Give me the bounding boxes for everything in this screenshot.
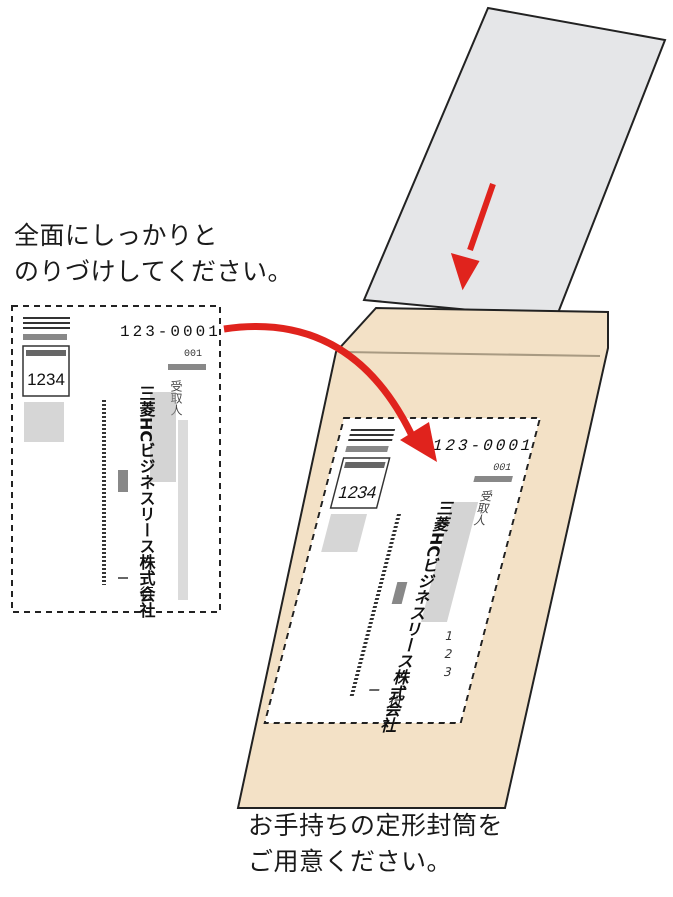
- instruction-envelope-line1: お手持ちの定形封筒を: [248, 811, 504, 840]
- envelope-label: 1234 123-0001 001 受取人 三菱HCビジネスリース株式会社 行 …: [263, 417, 542, 734]
- instruction-glue-line1: 全面にしっかりと: [14, 221, 219, 250]
- instruction-glue: 全面にしっかりと のりづけしてください。: [14, 218, 293, 290]
- flat-label: 1234 123-0001 001 受取人 三菱HCビジネスリース株式会社 行: [11, 305, 221, 619]
- envelope-label-suffix: 行: [384, 694, 404, 710]
- envelope-flap-line: [343, 351, 601, 357]
- flat-label-stamp-lines: [23, 317, 70, 329]
- envelope-label-stamp-number: 1234: [336, 482, 379, 502]
- envelope-label-branch-code: 001: [491, 463, 512, 474]
- instruction-envelope-line2: ご用意ください。: [248, 847, 453, 876]
- envelope-label-postal-code: 123-0001: [430, 436, 536, 455]
- flat-label-postal-code: 123-0001: [120, 323, 221, 341]
- flat-label-suffix: 行: [138, 586, 154, 601]
- glue-arrow: [223, 323, 437, 462]
- instruction-glue-line2: のりづけしてください。: [14, 257, 294, 286]
- insert-arrow: [450, 183, 496, 291]
- flat-label-stamp-number: 1234: [27, 370, 65, 389]
- envelope-label-house-3: 3: [442, 665, 453, 679]
- insert-sheet: [362, 6, 667, 320]
- flat-label-company: 三菱HCビジネスリース株式会社: [137, 385, 157, 619]
- envelope-label-house-1: 1: [444, 629, 455, 643]
- instruction-envelope: お手持ちの定形封筒を ご用意ください。: [248, 808, 503, 880]
- envelope-label-house-2: 2: [443, 647, 454, 661]
- envelope-label-stamp-box: [329, 457, 391, 509]
- flat-label-branch-code: 001: [184, 349, 202, 360]
